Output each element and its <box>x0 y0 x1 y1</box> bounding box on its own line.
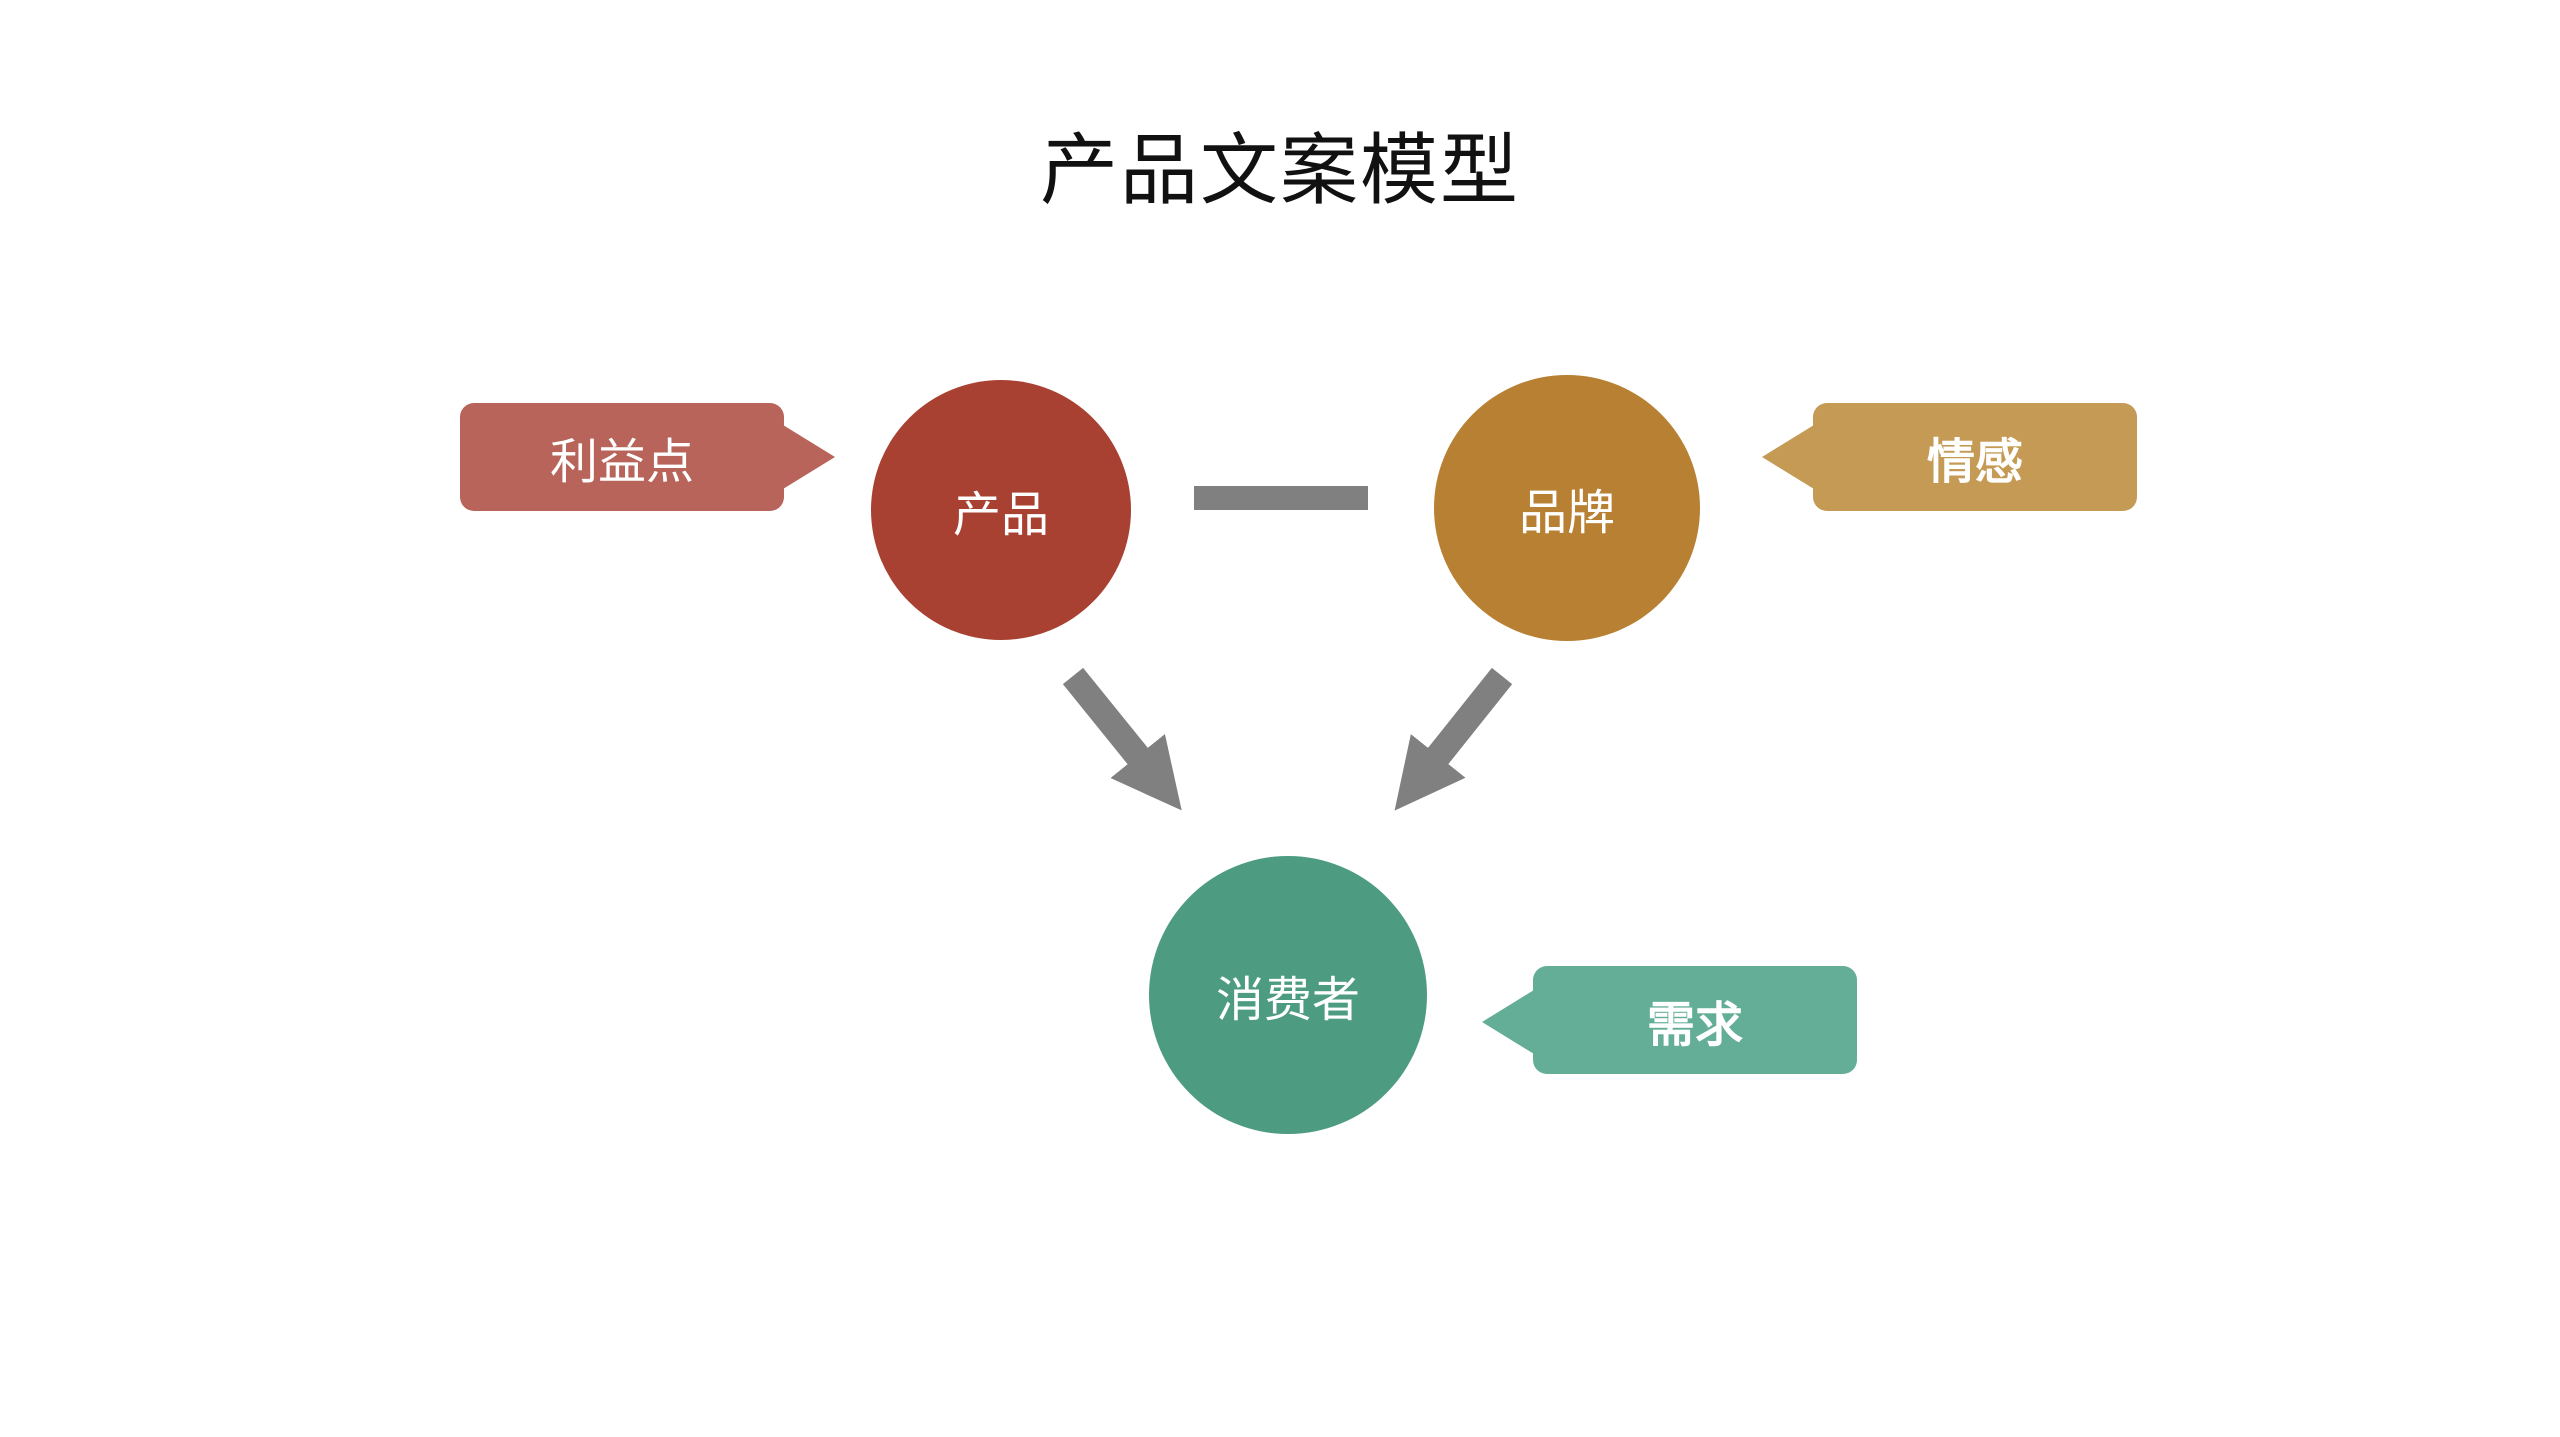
callout-benefit-pointer <box>783 425 835 489</box>
node-consumer-label: 消费者 <box>1215 972 1360 1028</box>
callout-emotion: 情感 <box>1813 403 2137 511</box>
callout-emotion-label: 情感 <box>1926 434 2023 490</box>
callout-benefit: 利益点 <box>460 403 784 511</box>
node-product-label: 产品 <box>952 487 1049 543</box>
callout-emotion-pointer <box>1762 425 1814 489</box>
product-to-consumer-arrow <box>1062 667 1182 811</box>
callout-need-pointer <box>1482 990 1534 1054</box>
node-brand: 品牌 <box>1434 375 1700 641</box>
node-brand-label: 品牌 <box>1518 485 1615 541</box>
node-product: 产品 <box>871 380 1131 640</box>
node-consumer: 消费者 <box>1149 856 1427 1134</box>
callout-benefit-label: 利益点 <box>549 434 694 490</box>
brand-to-consumer-arrow <box>1394 667 1513 811</box>
callout-need: 需求 <box>1533 966 1857 1074</box>
diagram-title: 产品文案模型 <box>1039 126 1520 216</box>
callout-need-label: 需求 <box>1646 997 1743 1053</box>
